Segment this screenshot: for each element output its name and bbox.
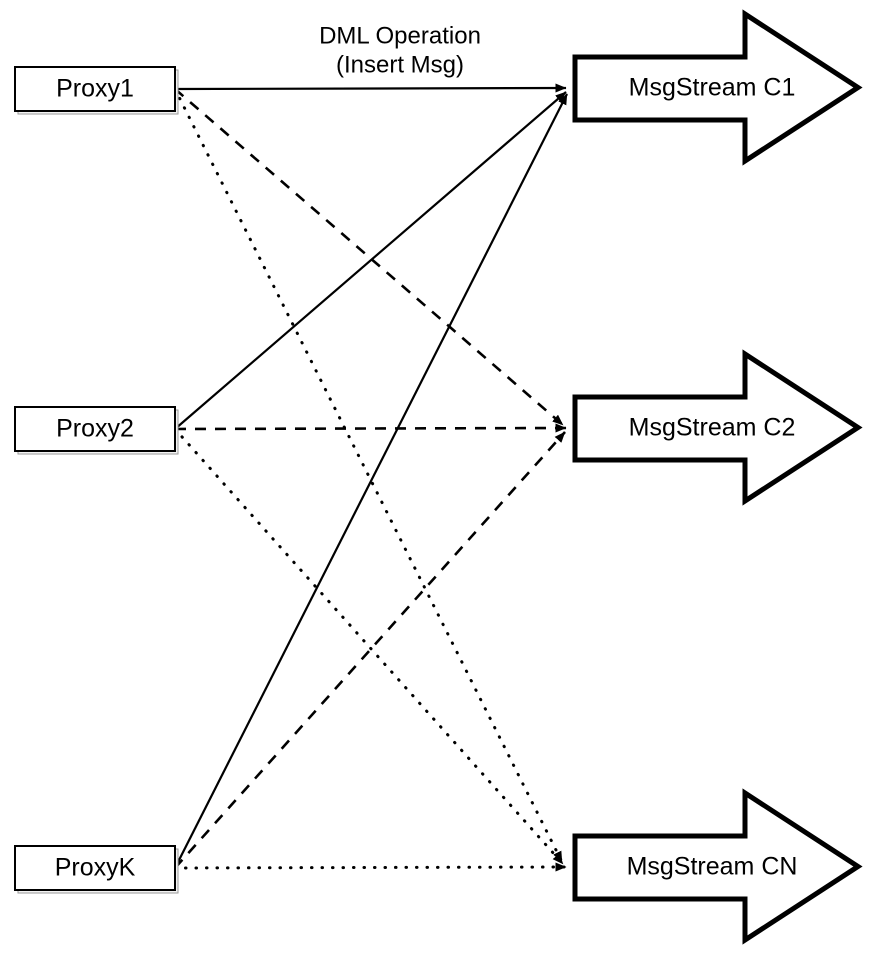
node-proxyk[interactable]: ProxyK bbox=[14, 845, 179, 894]
edge-proxy2-to-stream-c2 bbox=[174, 423, 567, 433]
node-msgstream-cn[interactable]: MsgStream CN bbox=[572, 788, 863, 945]
proxyk-box[interactable] bbox=[14, 845, 176, 891]
msgstream-cn-label: MsgStream CN bbox=[627, 853, 798, 881]
streams-layer: MsgStream C1 MsgStream C2 MsgStream CN bbox=[572, 9, 863, 945]
proxies-layer: Proxy1 Proxy2 ProxyK bbox=[14, 66, 179, 894]
msgstream-c1-arrow-shape[interactable] bbox=[572, 9, 863, 166]
edge-proxy1-to-stream-cn bbox=[173, 87, 564, 864]
msgstream-c2-label: MsgStream C2 bbox=[629, 414, 796, 442]
msgstream-c2-arrow-shape[interactable] bbox=[572, 349, 863, 506]
msgstream-cn-arrow-shape[interactable] bbox=[572, 788, 863, 945]
edge-proxyk-to-stream-c1 bbox=[174, 93, 568, 869]
edge-label-line1: DML Operation bbox=[319, 22, 481, 49]
edge-proxy1-to-stream-c2 bbox=[174, 88, 564, 426]
node-proxy1[interactable]: Proxy1 bbox=[14, 66, 179, 115]
edge-proxyk-to-stream-cn bbox=[173, 862, 568, 872]
proxy2-box[interactable] bbox=[14, 406, 176, 452]
proxy1-label: Proxy1 bbox=[56, 75, 134, 103]
node-msgstream-c1[interactable]: MsgStream C1 bbox=[572, 9, 863, 166]
node-proxy2[interactable]: Proxy2 bbox=[14, 406, 179, 455]
proxyk-label: ProxyK bbox=[55, 854, 136, 882]
edge-proxy1-to-stream-c1 bbox=[174, 83, 567, 93]
msgstream-c1-label: MsgStream C1 bbox=[629, 74, 796, 102]
edge-proxy2-to-stream-c1 bbox=[174, 91, 567, 430]
edge-label-dml-operation: DML Operation (Insert Msg) bbox=[319, 22, 481, 78]
proxy1-box[interactable] bbox=[14, 66, 176, 112]
edge-label-line2: (Insert Msg) bbox=[336, 51, 464, 78]
edge-proxy2-to-stream-cn bbox=[173, 427, 565, 866]
proxy2-label: Proxy2 bbox=[56, 415, 134, 443]
node-msgstream-c2[interactable]: MsgStream C2 bbox=[572, 349, 863, 506]
edges-layer bbox=[173, 83, 568, 872]
edge-proxyk-to-stream-c2 bbox=[174, 431, 566, 869]
